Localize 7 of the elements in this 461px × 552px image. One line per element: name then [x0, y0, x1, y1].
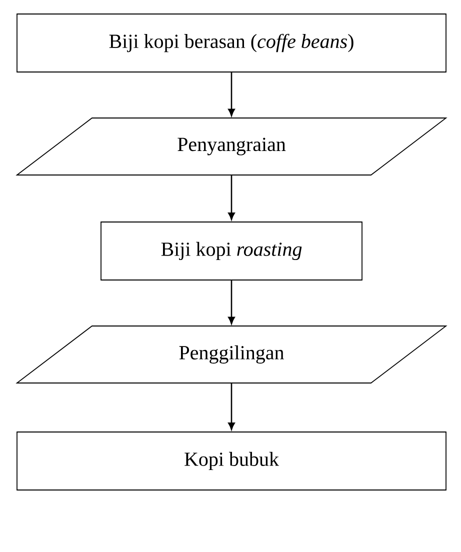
- arrow: [228, 280, 235, 324]
- arrow: [228, 383, 235, 430]
- process-box: Kopi bubuk: [16, 432, 446, 490]
- process-box: Biji kopi roasting: [100, 222, 362, 280]
- arrow: [228, 175, 235, 220]
- process-box: Biji kopi berasan (coffe beans): [16, 14, 446, 72]
- arrow: [228, 72, 235, 116]
